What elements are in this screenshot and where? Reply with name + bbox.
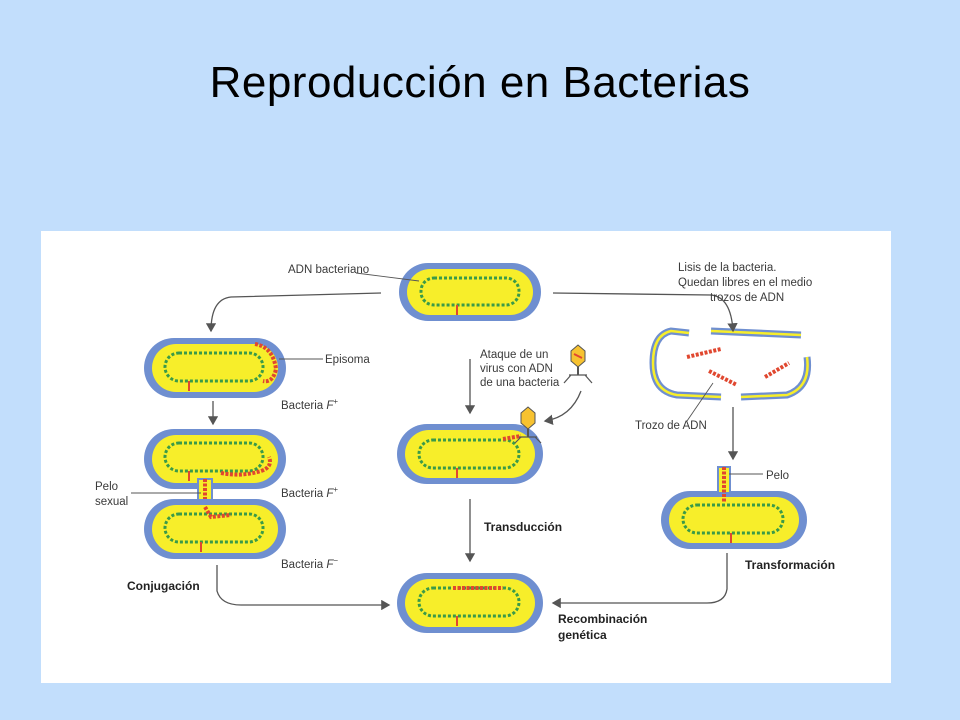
cell-center-transduction bbox=[397, 406, 543, 484]
label-bacteria-fminus: Bacteria F− bbox=[281, 556, 338, 571]
bacteria-reproduction-diagram: ADN bacteriano Lisis de la bacteria. Que… bbox=[41, 231, 891, 683]
cell-left-donor bbox=[144, 429, 286, 489]
label-pelo-sexual-1: Pelo bbox=[95, 481, 118, 493]
label-lisis-1: Lisis de la bacteria. bbox=[678, 262, 776, 274]
cell-right-lysis bbox=[649, 327, 812, 401]
label-lisis-3: trozos de ADN bbox=[710, 292, 784, 304]
label-conjugacion: Conjugación bbox=[127, 579, 200, 593]
label-lisis-2: Quedan libres en el medio bbox=[678, 277, 812, 289]
label-bacteria-fplus-1: Bacteria F+ bbox=[281, 397, 338, 412]
label-pelo-sexual-2: sexual bbox=[95, 496, 128, 508]
label-bacteria-fplus-2: Bacteria F+ bbox=[281, 485, 338, 500]
label-ataque-3: de una bacteria bbox=[480, 377, 560, 389]
label-episoma: Episoma bbox=[325, 354, 370, 366]
cell-bottom-recombination bbox=[397, 573, 543, 633]
cell-right-transformation bbox=[661, 466, 807, 549]
label-adn-bacteriano: ADN bacteriano bbox=[288, 264, 369, 276]
arrows bbox=[205, 292, 739, 611]
label-pelo: Pelo bbox=[766, 470, 789, 482]
label-transformacion: Transformación bbox=[745, 558, 835, 572]
label-ataque-1: Ataque de un bbox=[480, 349, 548, 361]
label-transduccion: Transducción bbox=[484, 520, 562, 534]
cell-left-episoma bbox=[144, 338, 286, 398]
bacteriophage-icon bbox=[563, 344, 593, 384]
label-recombinacion-2: genética bbox=[558, 628, 607, 642]
label-recombinacion-1: Recombinación bbox=[558, 612, 647, 626]
label-ataque-2: virus con ADN bbox=[480, 363, 553, 375]
cell-top-center bbox=[399, 263, 541, 321]
label-trozo-adn: Trozo de ADN bbox=[635, 420, 707, 432]
leader-lines bbox=[131, 272, 763, 494]
cell-left-recipient bbox=[144, 499, 286, 559]
slide-title: Reproducción en Bacterias bbox=[209, 58, 751, 107]
